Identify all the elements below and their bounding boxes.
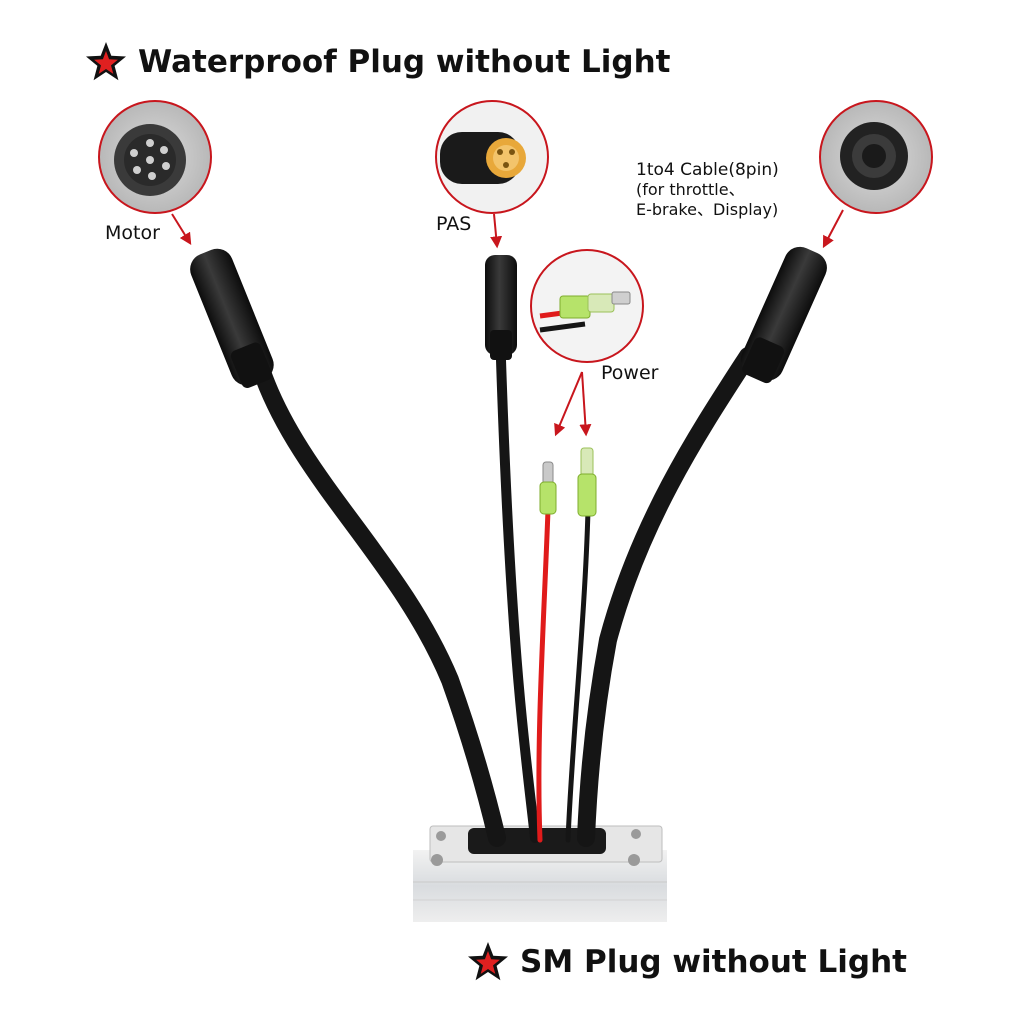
motor-arrow [171, 213, 192, 246]
controller-housing [413, 825, 667, 922]
headline-top-text: Waterproof Plug without Light [138, 44, 671, 80]
red-power-wire [536, 507, 551, 843]
black-power-wire [565, 507, 591, 843]
label-cable-line3: E-brake、Display) [636, 200, 779, 219]
pas-cable [496, 355, 540, 843]
label-cable-line1: 1to4 Cable(8pin) [636, 160, 779, 180]
label-1to4-cable: 1to4 Cable(8pin) (for throttle、 E-brake、… [636, 160, 779, 220]
pas-plug [485, 255, 517, 360]
power-arrow-right [579, 371, 592, 437]
display-plug [740, 246, 827, 384]
red-star-in-black-star-icon [86, 42, 126, 81]
headline-sm-plug: SM Plug without Light [466, 940, 907, 984]
label-motor: Motor [105, 222, 160, 244]
label-power: Power [601, 362, 659, 384]
red-star-in-black-star-icon [468, 942, 508, 981]
power-terminals-callout [530, 249, 644, 363]
cable-arrow [822, 209, 844, 249]
power-terminals [539, 447, 597, 517]
motor-connector-callout [98, 100, 212, 214]
pas-arrow [490, 213, 503, 249]
motor-plug [190, 248, 274, 388]
callout-arrows [171, 209, 844, 437]
cables [253, 347, 757, 847]
display-cable [577, 347, 757, 847]
pas-connector-callout [435, 100, 549, 214]
cable-connector-callout [819, 100, 933, 214]
label-pas: PAS [436, 213, 472, 235]
motor-cable [253, 363, 506, 847]
headline-bottom-text: SM Plug without Light [520, 944, 907, 980]
power-arrow-left [554, 371, 583, 437]
label-cable-line2: (for throttle、 [636, 180, 745, 199]
headline-waterproof: Waterproof Plug without Light [84, 40, 670, 84]
